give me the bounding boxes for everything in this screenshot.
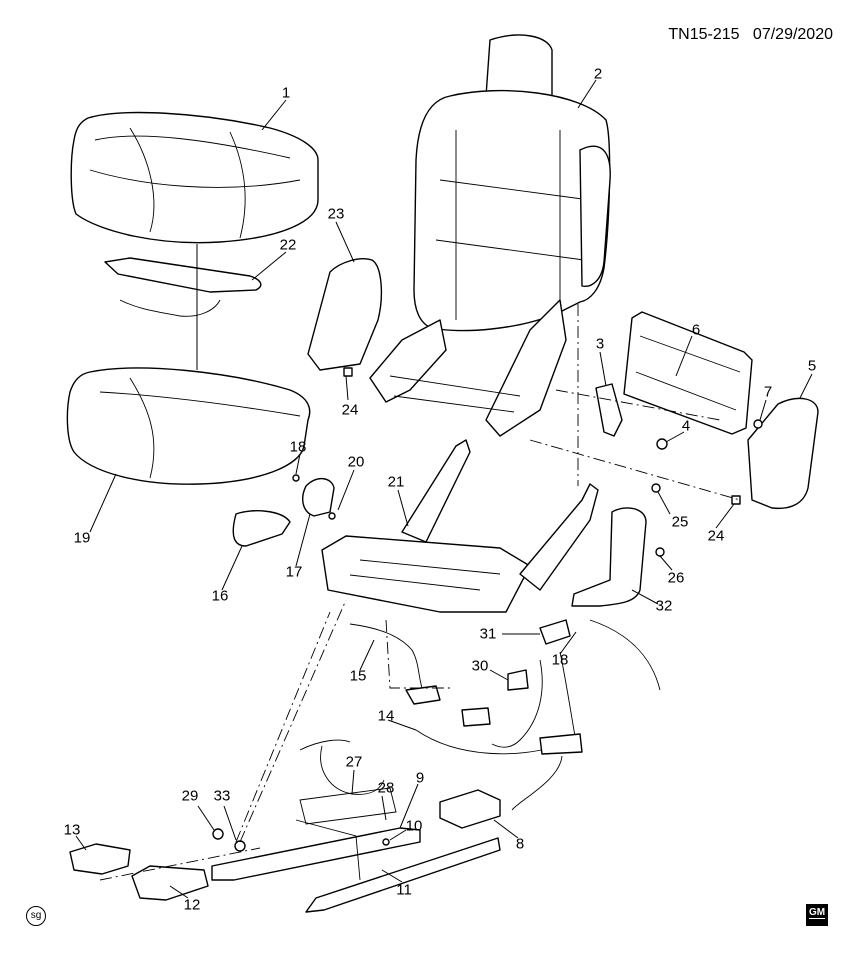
callout-17: 17 bbox=[285, 563, 303, 581]
part-25-bolt bbox=[651, 483, 661, 493]
diagram-header: TN15-215 07/29/2020 bbox=[668, 26, 833, 44]
callout-18-upper: 18 bbox=[289, 438, 307, 456]
diagram-code: TN15-215 bbox=[668, 26, 740, 43]
part-1-cushion-cover bbox=[70, 111, 319, 244]
part-12-track-cover bbox=[131, 865, 209, 901]
part-22-cushion-heater bbox=[104, 257, 262, 317]
part-27-harness bbox=[299, 739, 385, 795]
part-5-side-cover bbox=[747, 397, 819, 510]
callout-21: 21 bbox=[387, 473, 405, 491]
part-17-bezel bbox=[302, 478, 335, 517]
gm-logo-underline bbox=[809, 918, 825, 923]
callout-20: 20 bbox=[347, 453, 365, 471]
alignment-lines bbox=[99, 304, 741, 881]
callout-24-left: 24 bbox=[341, 401, 359, 419]
part-21-cushion-frame bbox=[321, 439, 599, 613]
callout-12: 12 bbox=[183, 896, 201, 914]
gm-logo-text: GM bbox=[808, 907, 826, 918]
part-26-nut bbox=[655, 547, 665, 557]
callout-16: 16 bbox=[211, 587, 229, 605]
callout-5: 5 bbox=[807, 357, 817, 375]
part-19-cushion-pad bbox=[66, 367, 311, 485]
callout-1: 1 bbox=[281, 84, 291, 102]
callout-24-right: 24 bbox=[707, 527, 725, 545]
callout-2: 2 bbox=[593, 65, 603, 83]
callout-28: 28 bbox=[377, 779, 395, 797]
part-3-handle bbox=[595, 383, 623, 437]
callout-13: 13 bbox=[63, 821, 81, 839]
callout-7: 7 bbox=[763, 383, 773, 401]
part-24-clip-left bbox=[343, 367, 353, 377]
leader-lines bbox=[75, 79, 813, 899]
callout-27: 27 bbox=[345, 753, 363, 771]
part-2-seat-back bbox=[413, 34, 611, 332]
part-29-bolt bbox=[212, 828, 224, 840]
callout-26: 26 bbox=[667, 569, 685, 587]
part-30-cover bbox=[507, 669, 529, 691]
part-20-clip bbox=[328, 512, 336, 520]
callout-19: 19 bbox=[73, 529, 91, 547]
callout-29: 29 bbox=[181, 787, 199, 805]
callout-8: 8 bbox=[515, 835, 525, 853]
callout-10: 10 bbox=[405, 817, 423, 835]
part-4-bolt bbox=[656, 438, 668, 450]
callout-3: 3 bbox=[595, 335, 605, 353]
part-16-side-panel bbox=[232, 510, 291, 547]
part-9-seat-adjuster bbox=[211, 787, 501, 913]
callout-18-lower: 18 bbox=[551, 651, 569, 669]
part-32-side-shield bbox=[571, 507, 647, 607]
callout-32: 32 bbox=[655, 597, 673, 615]
callout-9: 9 bbox=[415, 769, 425, 787]
part-6-back-panel bbox=[623, 311, 753, 435]
callout-22: 22 bbox=[279, 236, 297, 254]
callout-23: 23 bbox=[327, 205, 345, 223]
callout-25: 25 bbox=[671, 513, 689, 531]
part-seat-back-frame bbox=[369, 299, 567, 437]
diagram-date: 07/29/2020 bbox=[752, 26, 833, 43]
callout-33: 33 bbox=[213, 787, 231, 805]
part-33-bolt bbox=[234, 840, 246, 852]
part-8-track-cover bbox=[439, 789, 501, 829]
sg-badge: sg bbox=[26, 906, 46, 926]
callout-31: 31 bbox=[479, 625, 497, 643]
part-24-clip-right bbox=[731, 495, 741, 505]
part-7-bolt bbox=[753, 419, 763, 429]
callout-11: 11 bbox=[396, 881, 412, 899]
callout-4: 4 bbox=[681, 417, 691, 435]
part-10-nut bbox=[382, 838, 390, 846]
part-18-screw-upper bbox=[292, 474, 300, 482]
part-14-harness bbox=[415, 619, 661, 755]
part-13-cover bbox=[69, 843, 131, 875]
callout-14: 14 bbox=[377, 707, 395, 725]
part-15-harness bbox=[349, 623, 425, 695]
callout-15: 15 bbox=[349, 667, 367, 685]
gm-logo: GM bbox=[806, 904, 828, 926]
callout-30: 30 bbox=[471, 657, 489, 675]
part-23-side-trim bbox=[307, 258, 383, 371]
callout-6: 6 bbox=[691, 321, 701, 339]
part-31-trim-cap bbox=[539, 619, 571, 645]
